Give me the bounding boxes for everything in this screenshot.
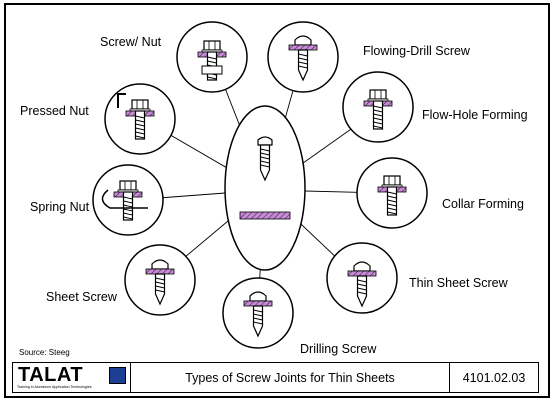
logo-text: TALAT [18, 364, 84, 386]
center-ellipse [224, 105, 306, 271]
circle-screw-nut [176, 21, 248, 93]
source-note: Source: Steeg [19, 348, 70, 357]
label-flow-hole: Flow-Hole Forming [422, 108, 528, 122]
circle-spring-nut [92, 164, 164, 236]
talat-logo: TALAT Training in Aluminium Application … [13, 363, 131, 392]
center-sheet-icon [239, 211, 291, 220]
label-pressed-nut: Pressed Nut [20, 104, 89, 118]
label-drilling-screw: Drilling Screw [300, 342, 377, 356]
circle-collar-forming [356, 157, 428, 229]
globe-icon [109, 367, 126, 384]
circle-thin-sheet [326, 242, 398, 314]
circle-sheet-screw [124, 244, 196, 316]
circle-flowing-drill [267, 21, 339, 93]
label-flowing-drill: Flowing-Drill Screw [363, 44, 470, 58]
circle-flow-hole [342, 71, 414, 143]
footer-bar: TALAT Training in Aluminium Application … [12, 362, 539, 393]
label-sheet-screw: Sheet Screw [46, 290, 117, 304]
label-screw-nut: Screw/ Nut [100, 35, 162, 49]
footer-code: 4101.02.03 [462, 370, 526, 385]
circle-pressed-nut [104, 83, 176, 155]
label-spring-nut: Spring Nut [30, 200, 90, 214]
footer-title: Types of Screw Joints for Thin Sheets [131, 363, 450, 392]
center-screw-icon [257, 136, 273, 182]
logo-tagline: Training in Aluminium Application Techno… [17, 385, 92, 389]
label-collar-forming: Collar Forming [442, 197, 524, 211]
circle-drilling-screw [222, 277, 294, 349]
label-thin-sheet: Thin Sheet Screw [409, 276, 508, 290]
